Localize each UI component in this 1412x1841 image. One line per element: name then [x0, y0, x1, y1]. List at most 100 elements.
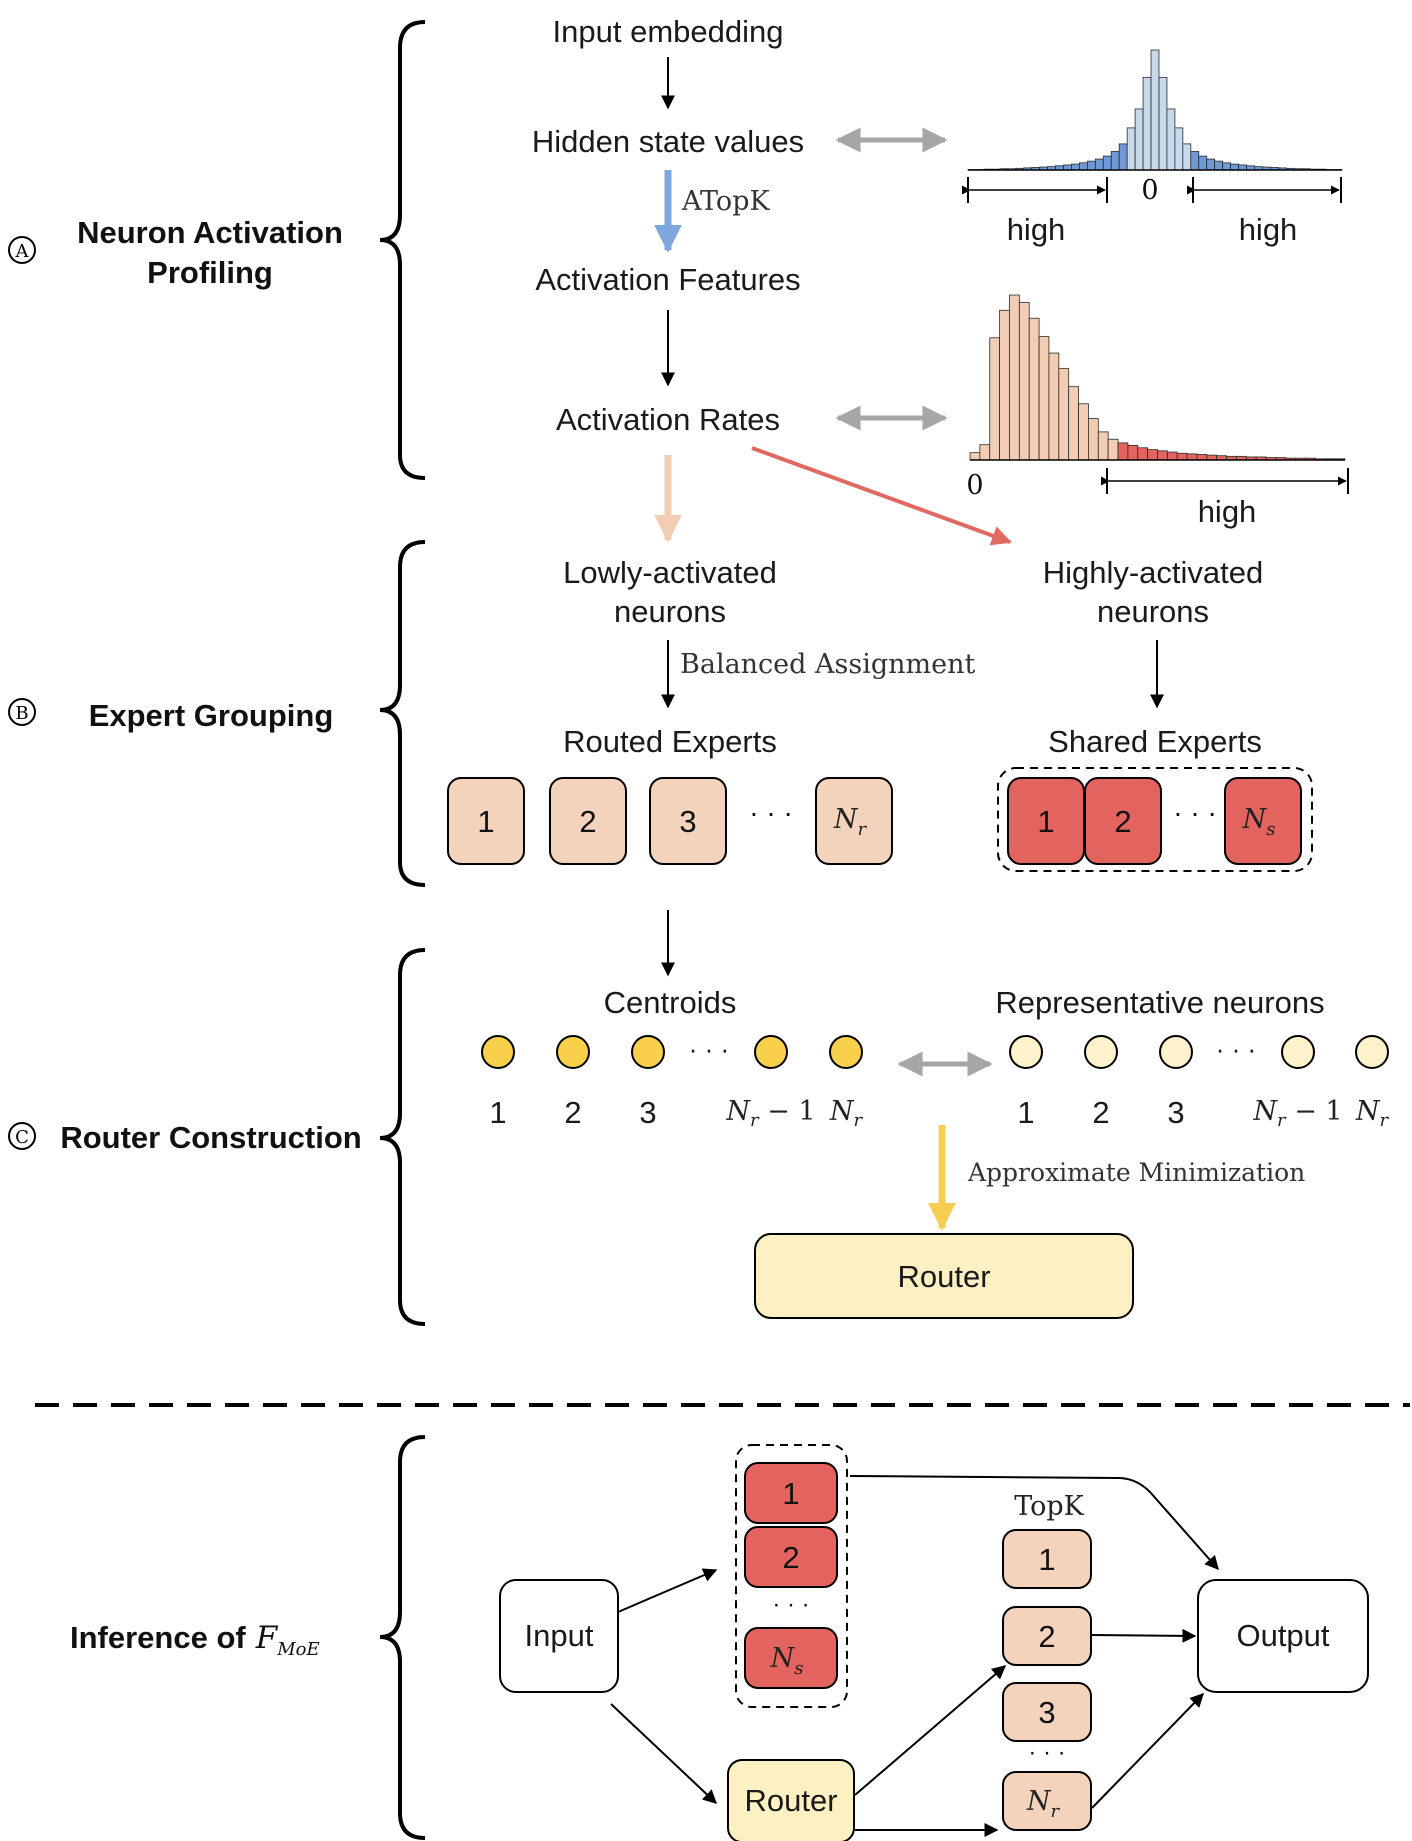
centroid-2	[556, 1035, 590, 1069]
hist-hidden-bar-24	[1158, 76, 1168, 171]
activation-rates-label: Activation Rates	[556, 402, 780, 437]
shared-expert-ns: Ns	[1224, 777, 1302, 865]
centroid-3	[631, 1035, 665, 1069]
hist-hidden-bar-13	[1071, 163, 1080, 171]
shared-expert-2: 2	[1084, 777, 1162, 865]
input-embedding-label: Input embedding	[553, 14, 784, 49]
svg-text:B: B	[15, 703, 28, 724]
hist-rates-bar-13	[1097, 431, 1109, 461]
svg-text:Nr: Nr	[1026, 1786, 1061, 1822]
hist-rates-bar-18	[1147, 449, 1158, 461]
hist-rates-bar-21	[1176, 452, 1188, 461]
hidden-histogram-axis-annotations	[961, 177, 1342, 203]
inference-routed-expert-2: 2	[1002, 1606, 1092, 1666]
representative-index-2: 2	[1092, 1095, 1109, 1130]
svg-text:Output: Output	[1236, 1618, 1329, 1653]
hist-rates-bar-7	[1038, 336, 1050, 461]
hist-rates-bar-23	[1196, 454, 1208, 461]
shared-experts-ellipsis: · · ·	[1173, 797, 1217, 828]
inference-routed-expert-1: 1	[1002, 1529, 1092, 1589]
arrow-router-to-expert-2	[854, 1665, 1007, 1796]
hist-rates-bar-3	[999, 309, 1010, 461]
svg-text:1: 1	[477, 804, 494, 839]
hist-rates-bar-1	[979, 444, 991, 461]
routed-expert-nr: Nr	[815, 777, 893, 865]
hist-hidden-bar-31	[1214, 160, 1224, 171]
inference-routed-expert-nr: Nr	[1002, 1771, 1092, 1831]
centroid-index-1: 1	[489, 1095, 506, 1130]
hist-hidden-bar-27	[1182, 143, 1192, 171]
svg-text:Input: Input	[525, 1618, 594, 1653]
section-a-title-line2: Profiling	[147, 255, 273, 290]
hist-rates-bar-9	[1058, 367, 1070, 461]
arrow-shared-to-output	[849, 1475, 1219, 1571]
hist-hidden-bar-25	[1166, 108, 1176, 171]
representative-index-nr-minus-1: Nr − 1	[1252, 1096, 1342, 1131]
hist-hidden-bar-26	[1174, 127, 1184, 171]
lowly-activated-line1: Lowly-activated	[563, 555, 777, 590]
representative-neuron-2	[1084, 1035, 1118, 1069]
hist-rates-bar-5	[1018, 301, 1030, 461]
section-b-title: Expert Grouping	[89, 698, 334, 733]
representative-neurons-label: Representative neurons	[995, 985, 1324, 1020]
section-a-marker: A	[8, 236, 36, 264]
centroid-index-3: 3	[639, 1095, 656, 1130]
inference-router-box: Router	[727, 1759, 855, 1841]
arrow-rates-to-highly	[751, 446, 1012, 546]
representatives-ellipsis: · · ·	[1216, 1034, 1256, 1064]
hist-rates-bar-10	[1068, 386, 1079, 461]
rates-histogram-axis-annotations	[1100, 468, 1349, 494]
centroids-ellipsis: · · ·	[689, 1034, 729, 1064]
lowly-activated-line2: neurons	[614, 594, 726, 629]
section-b-marker: B	[8, 698, 36, 726]
hist-hidden-bar-30	[1206, 158, 1216, 171]
activation-rate-histogram	[969, 294, 1346, 461]
inference-brace	[379, 1435, 426, 1840]
svg-text:Ns: Ns	[770, 1643, 804, 1679]
hist-rates-bar-20	[1166, 451, 1178, 461]
hist-hidden-bar-15	[1086, 160, 1096, 171]
hist-rates-bar-11	[1078, 403, 1089, 461]
activation-features-label: Activation Features	[535, 262, 800, 297]
representative-neuron-nr	[1355, 1035, 1389, 1069]
centroids-label: Centroids	[604, 985, 737, 1020]
hidden-state-values-label: Hidden state values	[532, 124, 804, 159]
shared-experts-label: Shared Experts	[1048, 724, 1262, 759]
rates-histogram-high-label: high	[1198, 494, 1257, 529]
svg-text:3: 3	[679, 804, 696, 839]
inference-shared-group	[735, 1444, 848, 1708]
hist-rates-bar-16	[1127, 444, 1139, 461]
routed-expert-3: 3	[649, 777, 727, 865]
section-b-brace	[379, 540, 426, 887]
section-c-brace	[379, 948, 426, 1326]
inference-shared-expert-1: 1	[744, 1462, 838, 1524]
highly-activated-line2: neurons	[1097, 594, 1209, 629]
representative-neuron-1	[1009, 1035, 1043, 1069]
hist-hidden-bar-16	[1094, 158, 1104, 171]
hist-hidden-bar-14	[1079, 162, 1088, 171]
shared-expert-1: 1	[1007, 777, 1085, 865]
hist-hidden-bar-21	[1134, 108, 1144, 171]
arrow-input-to-router	[610, 1703, 718, 1804]
svg-text:2: 2	[1114, 804, 1131, 839]
section-c-title: Router Construction	[60, 1120, 361, 1155]
hist-rates-bar-12	[1088, 418, 1099, 461]
hist-rates-bar-8	[1048, 352, 1060, 461]
hist-rates-bar-0	[969, 452, 981, 461]
hidden-histogram-high-left: high	[1007, 212, 1066, 247]
section-b: B Expert Grouping Lowly-activated neuron…	[8, 540, 1313, 887]
hist-rates-bar-17	[1137, 447, 1149, 461]
hidden-histogram-high-right: high	[1239, 212, 1298, 247]
hidden-histogram-zero-label: 0	[1141, 175, 1158, 206]
hist-hidden-bar-32	[1222, 162, 1232, 171]
svg-text:2: 2	[782, 1540, 799, 1575]
hist-rates-bar-4	[1009, 294, 1020, 461]
svg-text:Router: Router	[897, 1259, 990, 1294]
inference-routed-expert-3: 3	[1002, 1682, 1092, 1742]
hist-rates-bar-14	[1107, 438, 1119, 461]
hist-rates-bar-2	[989, 337, 1001, 461]
representative-index-3: 3	[1167, 1095, 1184, 1130]
hist-hidden-bar-20	[1126, 127, 1136, 171]
